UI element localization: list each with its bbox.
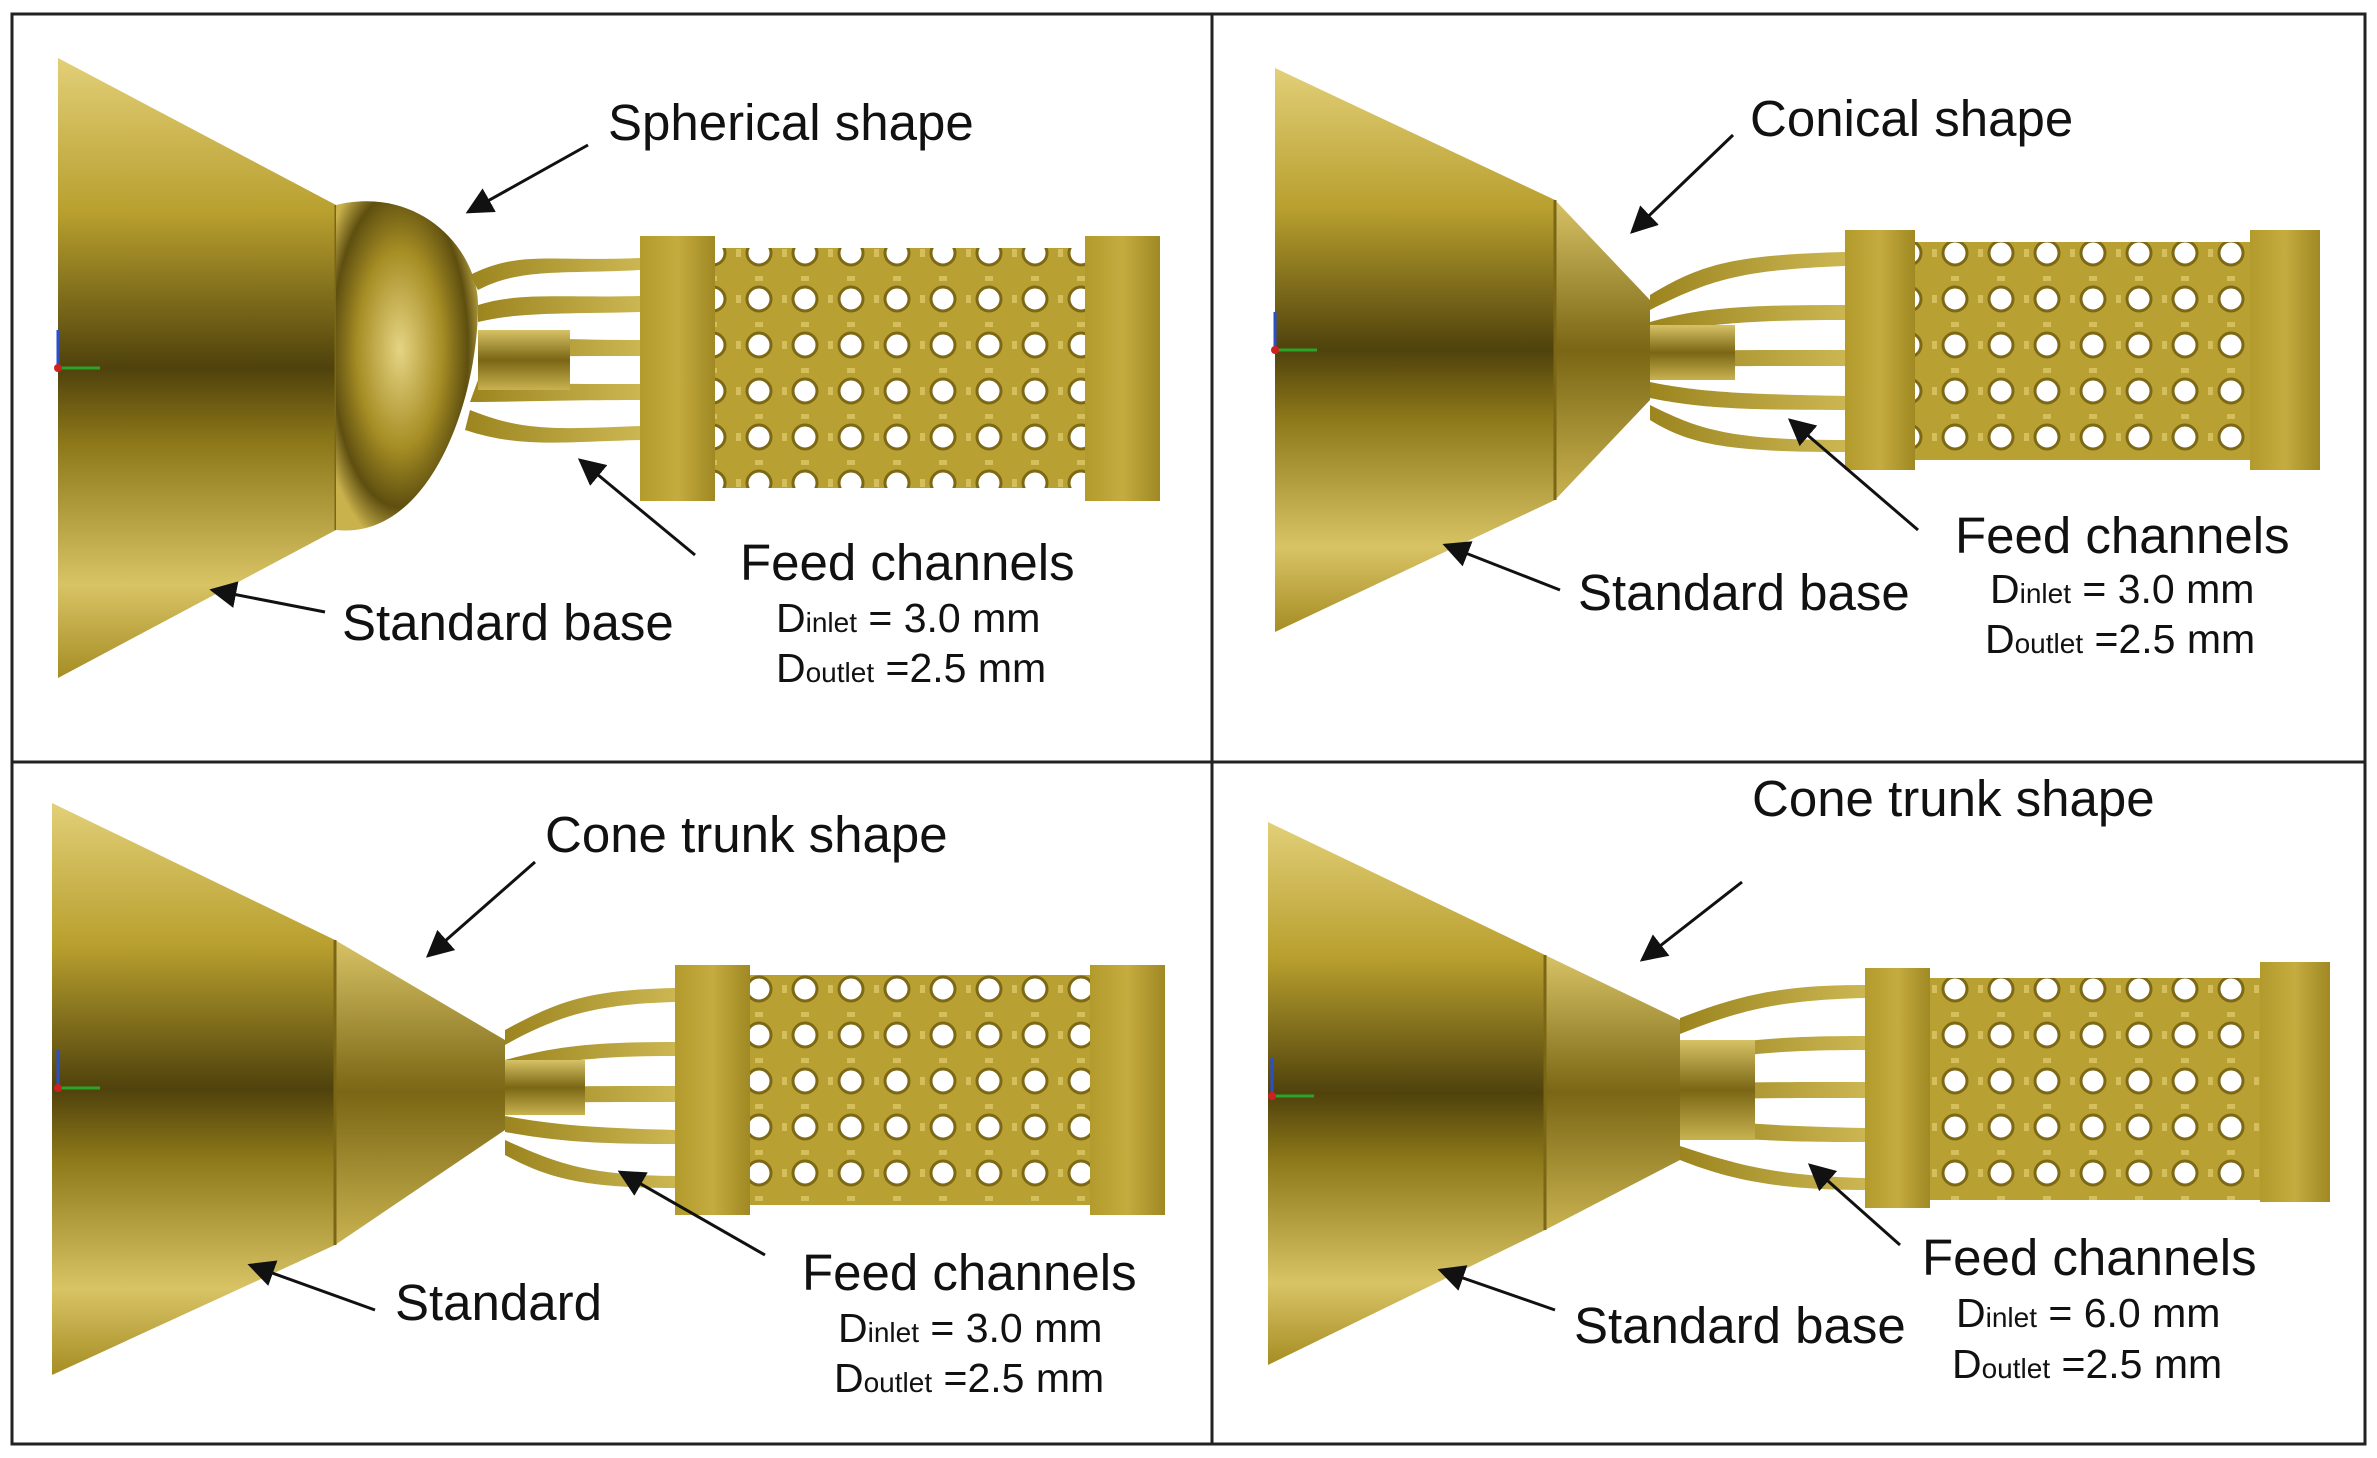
- feed-channels: [505, 988, 675, 1188]
- standard-base-cone: [58, 58, 336, 678]
- top-label-arrow: [465, 143, 589, 214]
- d-inlet: Dinlet = 3.0 mm: [1990, 566, 2254, 612]
- spherical-transition: [336, 201, 478, 531]
- top-label: Cone trunk shape: [1752, 770, 2155, 827]
- base-label-arrow: [209, 581, 326, 614]
- outlet-block: [2250, 230, 2320, 470]
- top-label: Spherical shape: [608, 94, 974, 151]
- axis-triad-icon: [54, 330, 100, 372]
- outlet-block: [1090, 965, 1165, 1215]
- feed-channels: [1680, 985, 1865, 1190]
- inlet-block: [1865, 968, 1930, 1208]
- feed-label-arrow: [577, 458, 696, 557]
- conical-transition: [1555, 200, 1650, 500]
- standard-base-cone: [1268, 822, 1545, 1365]
- d-outlet: Doutlet =2.5 mm: [834, 1355, 1104, 1401]
- base-label-arrow: [247, 1260, 376, 1312]
- axis-triad-icon: [1271, 312, 1317, 354]
- lattice-filter: [750, 975, 1090, 1205]
- feed-channels: [465, 258, 640, 443]
- feed-label: Feed channels: [1955, 507, 2290, 564]
- standard-base-cone: [1275, 68, 1555, 632]
- base-label-arrow: [1437, 1265, 1556, 1312]
- feed-label: Feed channels: [740, 534, 1075, 591]
- d-outlet: Doutlet =2.5 mm: [776, 645, 1046, 691]
- base-label: Standard base: [1578, 564, 1910, 621]
- base-label: Standard base: [1574, 1297, 1906, 1354]
- lattice-filter: [1915, 242, 2250, 460]
- outlet-block: [2260, 962, 2330, 1202]
- top-label: Conical shape: [1750, 90, 2073, 147]
- top-label-arrow: [1630, 133, 1735, 234]
- feed-label-arrow: [1787, 418, 1919, 532]
- panel-cone-trunk-3mm: Cone trunk shape Standard Feed channels …: [52, 803, 1165, 1401]
- outlet-block: [1085, 236, 1160, 501]
- top-label-arrow: [425, 860, 536, 958]
- lattice-filter: [1930, 978, 2260, 1200]
- d-outlet: Doutlet =2.5 mm: [1952, 1341, 2222, 1387]
- panel-cone-trunk-6mm: Cone trunk shape Standard base Feed chan…: [1268, 770, 2330, 1387]
- d-inlet: Dinlet = 3.0 mm: [838, 1305, 1102, 1351]
- d-outlet: Doutlet =2.5 mm: [1985, 616, 2255, 662]
- standard-base-cone: [52, 803, 335, 1375]
- d-inlet: Dinlet = 6.0 mm: [1956, 1290, 2220, 1336]
- base-label: Standard: [395, 1274, 602, 1331]
- feed-label-arrow: [1807, 1163, 1901, 1247]
- feed-label: Feed channels: [802, 1244, 1137, 1301]
- base-label: Standard base: [342, 594, 674, 651]
- inlet-block: [675, 965, 750, 1215]
- feed-label: Feed channels: [1922, 1229, 2257, 1286]
- inlet-block: [1845, 230, 1915, 470]
- cone-trunk-transition: [335, 940, 505, 1245]
- base-label-arrow: [1442, 541, 1561, 592]
- lattice-filter: [715, 248, 1085, 488]
- panel-conical: Conical shape Standard base Feed channel…: [1271, 68, 2320, 662]
- figure-border: [10, 12, 2367, 1446]
- top-label: Cone trunk shape: [545, 806, 948, 863]
- feed-channels: [1650, 252, 1845, 452]
- top-label-arrow: [1639, 880, 1743, 962]
- panel-spherical: Spherical shape Standard base Feed chann…: [54, 58, 1160, 691]
- inlet-block: [640, 236, 715, 501]
- cone-trunk-transition: [1545, 955, 1680, 1230]
- feed-label-arrow: [617, 1170, 766, 1257]
- d-inlet: Dinlet = 3.0 mm: [776, 595, 1040, 641]
- axis-triad-icon: [1268, 1058, 1314, 1100]
- axis-triad-icon: [54, 1050, 100, 1092]
